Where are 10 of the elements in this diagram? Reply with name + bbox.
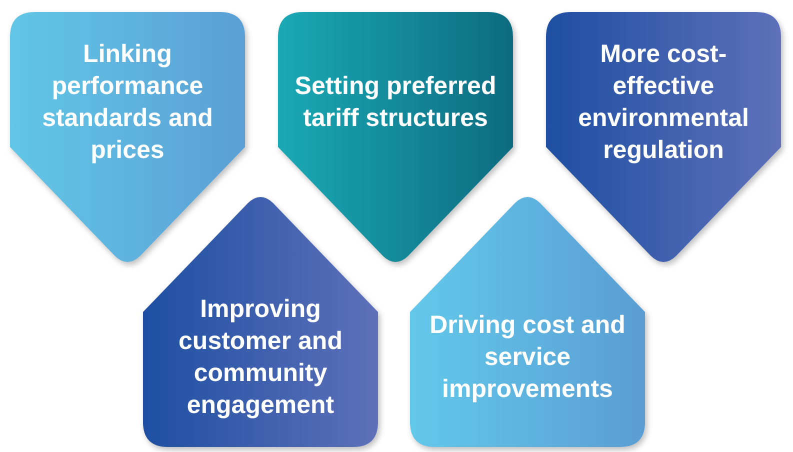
shape-text: Driving cost and service improvements bbox=[428, 310, 626, 405]
shape-text: Setting preferred tariff structures bbox=[294, 71, 498, 134]
down-pointing-pentagon bbox=[546, 12, 781, 262]
up-pointing-pentagon bbox=[410, 197, 645, 447]
down-pointing-pentagon bbox=[10, 12, 245, 262]
up-pointing-pentagon bbox=[143, 197, 378, 447]
down-pointing-pentagon bbox=[278, 12, 513, 262]
shape-text: More cost-effective environmental regulation bbox=[577, 39, 750, 166]
shape-text: Linking performance standards and prices bbox=[41, 39, 214, 166]
shape-text: Improving customer and community engagement bbox=[178, 294, 344, 421]
